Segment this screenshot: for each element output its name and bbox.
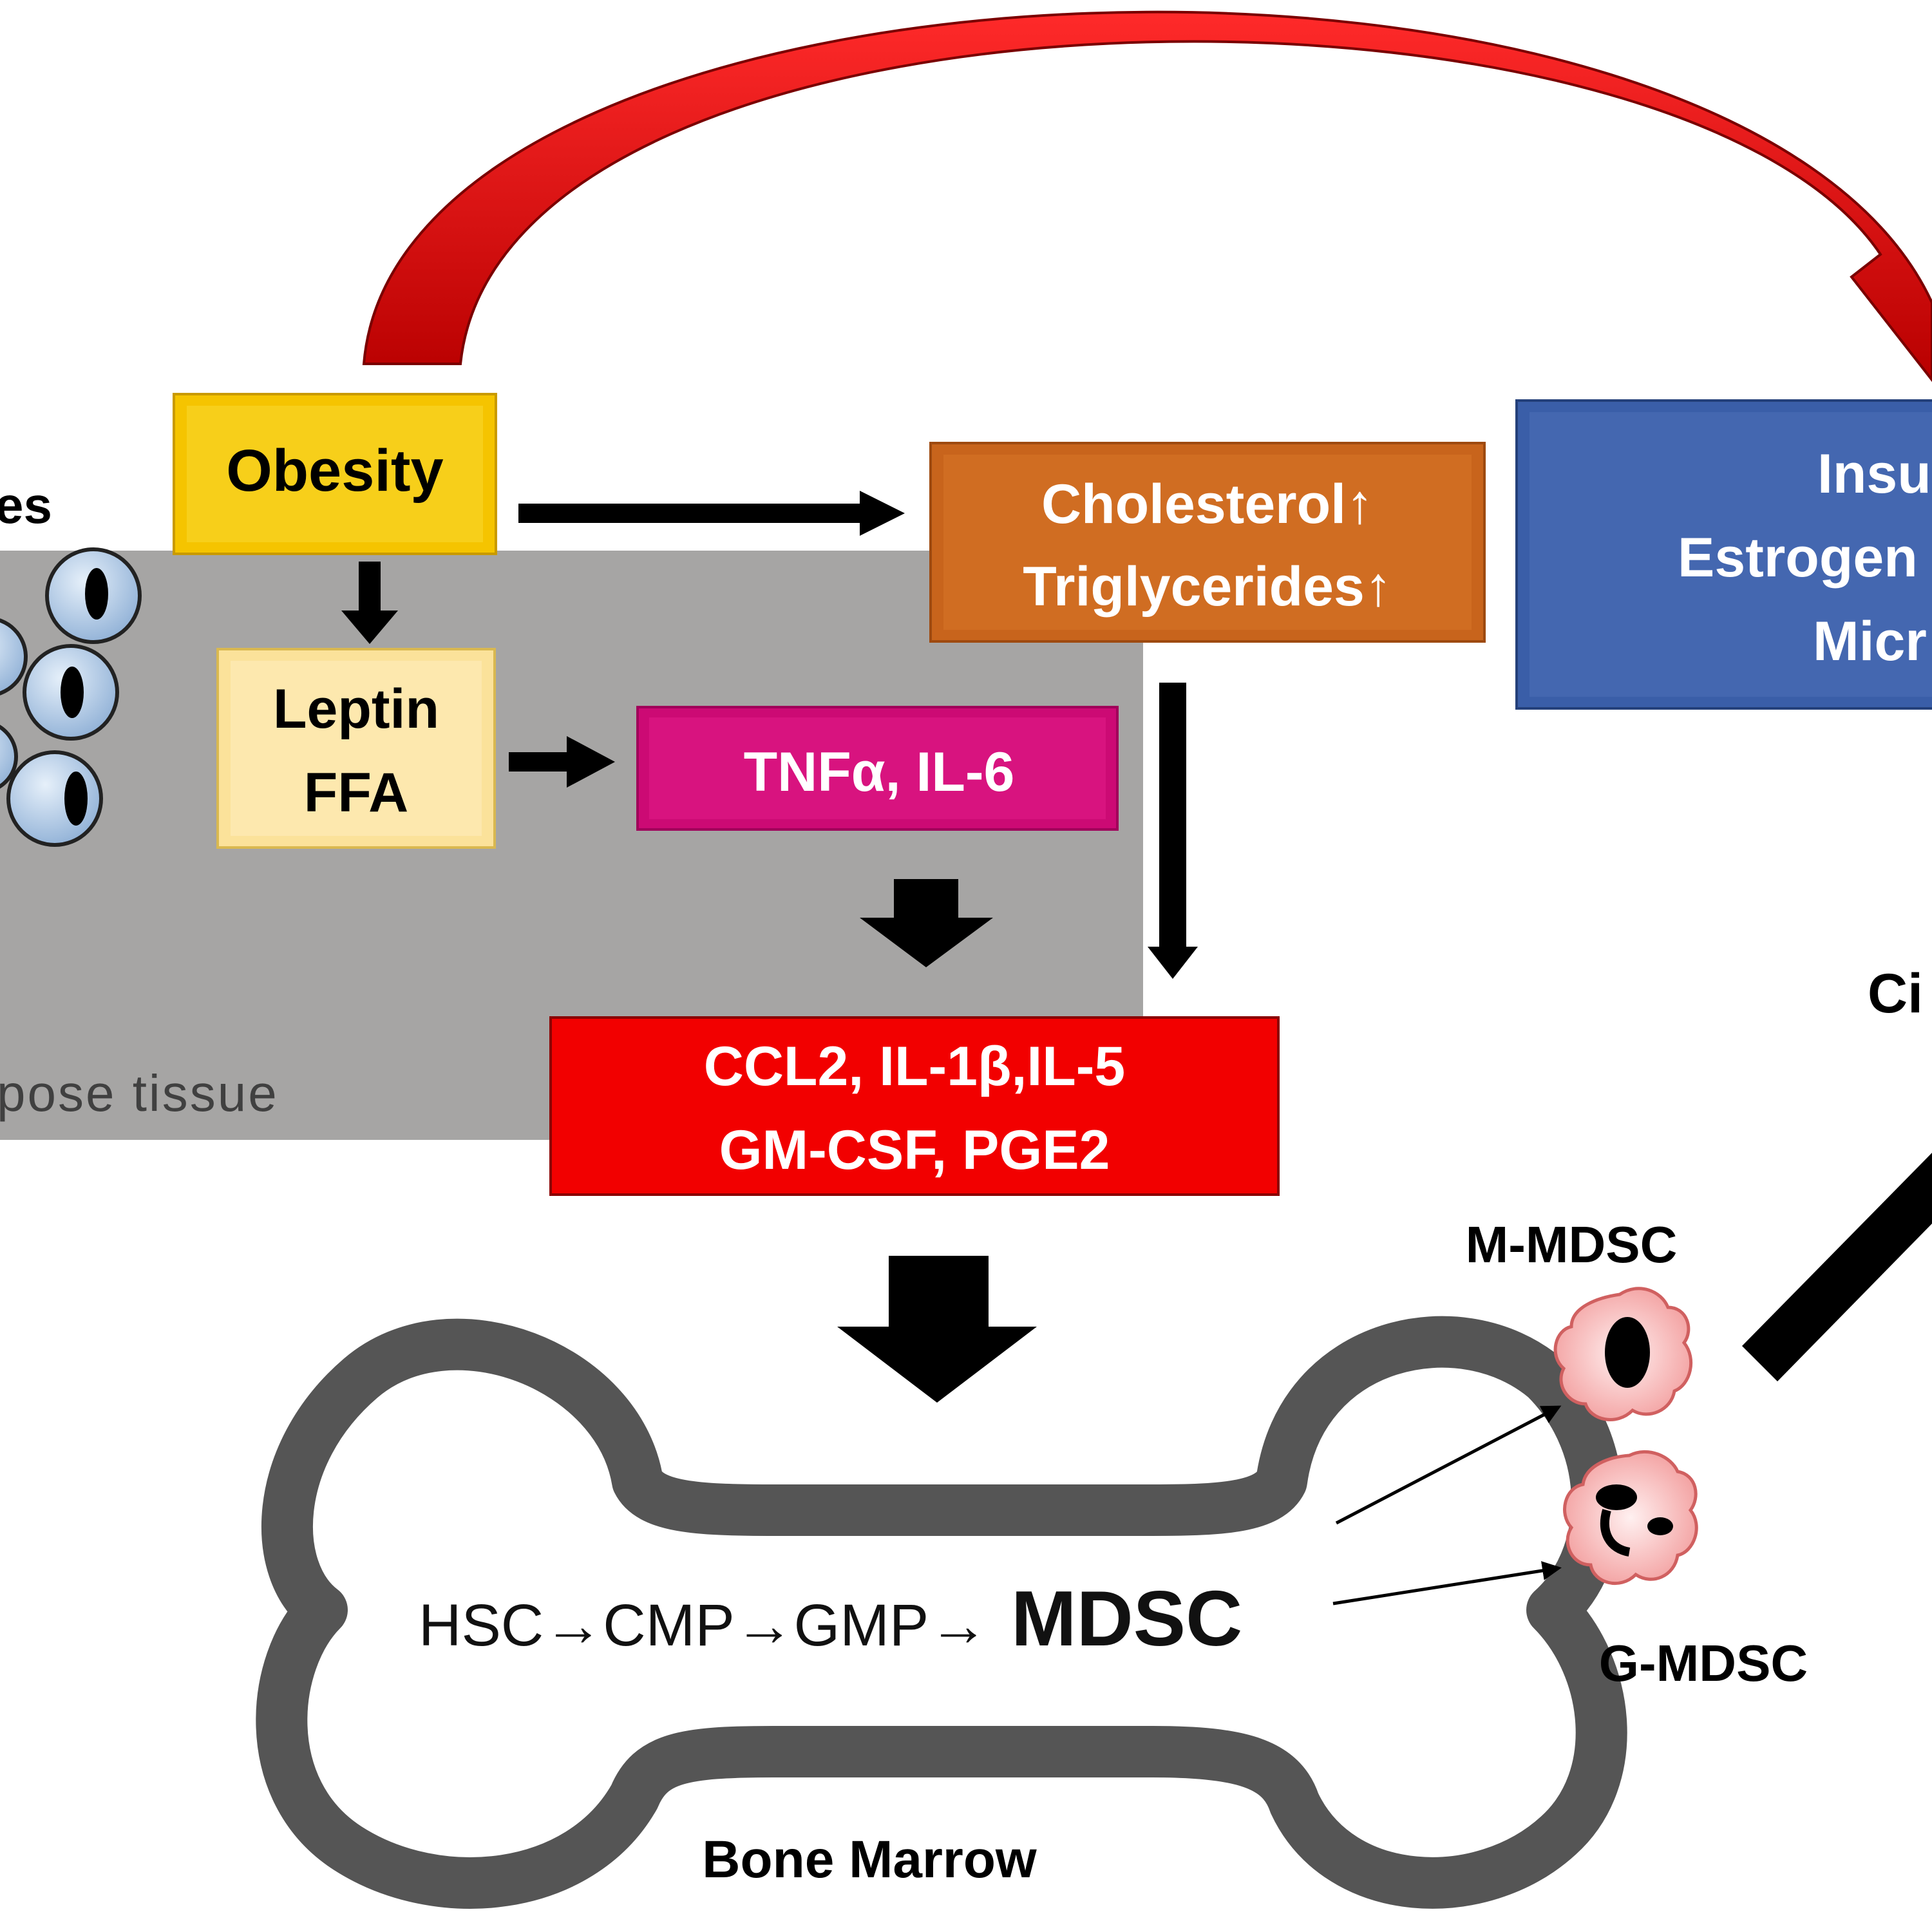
ccl2-to-bone-arrowhead [837,1327,1037,1403]
adipocyte-cell [0,618,28,696]
ffa-label: FFA [304,762,408,824]
ccl2-label-line2: GM-CSF, PGE2 [719,1119,1110,1181]
ccl2-to-bone-arrow-shaft [889,1256,989,1330]
pathway-prefix: HSC→CMP→GMP→ [419,1593,988,1658]
tnf-il6-box: TNFα, IL-6 [636,706,1119,831]
cholesterol-to-ccl2-arrow-shaft [1159,683,1186,953]
cholesterol-label: Cholesterol↑ [1041,473,1374,535]
ccl2-cytokines-box: CCL2, IL-1β,IL-5 GM-CSF, PGE2 [549,1016,1280,1196]
leptin-ffa-box: Leptin FFA [216,648,496,849]
tnf-to-ccl2-arrow-shaft [894,879,958,921]
leptin-to-tnf-arrow-shaft [509,752,573,772]
adipose-tissue-label: pose tissue [0,1065,279,1122]
leptin-label: Leptin [273,678,439,740]
adipocyte-cell [0,724,18,789]
cholesterol-to-ccl2-arrowhead [1148,947,1198,979]
cholesterol-box: Cholesterol↑ Triglycerides↑ [929,442,1486,643]
circulation-label-cut: Ci [1868,963,1923,1025]
triglycerides-label: Triglycerides↑ [1023,556,1392,618]
m-mdsc-label: M-MDSC [1466,1216,1678,1273]
insulin-label-cut: Insu [1817,443,1931,505]
adipocytes-label-cut: es [0,477,52,534]
obesity-label: Obesity [226,438,443,504]
leptin-to-tnf-arrowhead [567,736,615,788]
bone-marrow-label: Bone Marrow [702,1830,1037,1889]
micro-label-cut: Micr [1813,611,1927,672]
circulation-diagonal-arrow [1742,1153,1932,1381]
bone-to-g-mdsc-arrow [1332,1561,1562,1605]
bone-outline [256,1316,1627,1909]
ccl2-label-line1: CCL2, IL-1β,IL-5 [704,1036,1126,1097]
tnf-to-ccl2-arrowhead [860,918,993,967]
obesity-to-leptin-arrowhead [341,611,398,644]
g-mdsc-cell [1563,1450,1698,1586]
g-mdsc-label: G-MDSC [1599,1634,1808,1692]
m-mdsc-cell [1553,1287,1693,1421]
adipocyte-cell [6,750,103,847]
obesity-to-cholesterol-arrowhead [860,491,905,536]
red-curved-arrow [362,10,1932,383]
bone-to-m-mdsc-arrow [1335,1405,1562,1525]
adipocyte-cell [23,644,119,741]
tnf-il6-label: TNFα, IL-6 [744,741,1015,803]
insulin-estrogen-box: Insu Estrogen Micr [1515,399,1932,710]
obesity-box: Obesity [173,393,497,555]
estrogen-label-cut: Estrogen [1678,527,1918,589]
adipocytes [0,547,142,847]
adipocyte-cell [45,547,142,644]
obesity-to-leptin-arrow-shaft [359,562,381,613]
pathway-mdsc: MDSC [1011,1575,1242,1662]
